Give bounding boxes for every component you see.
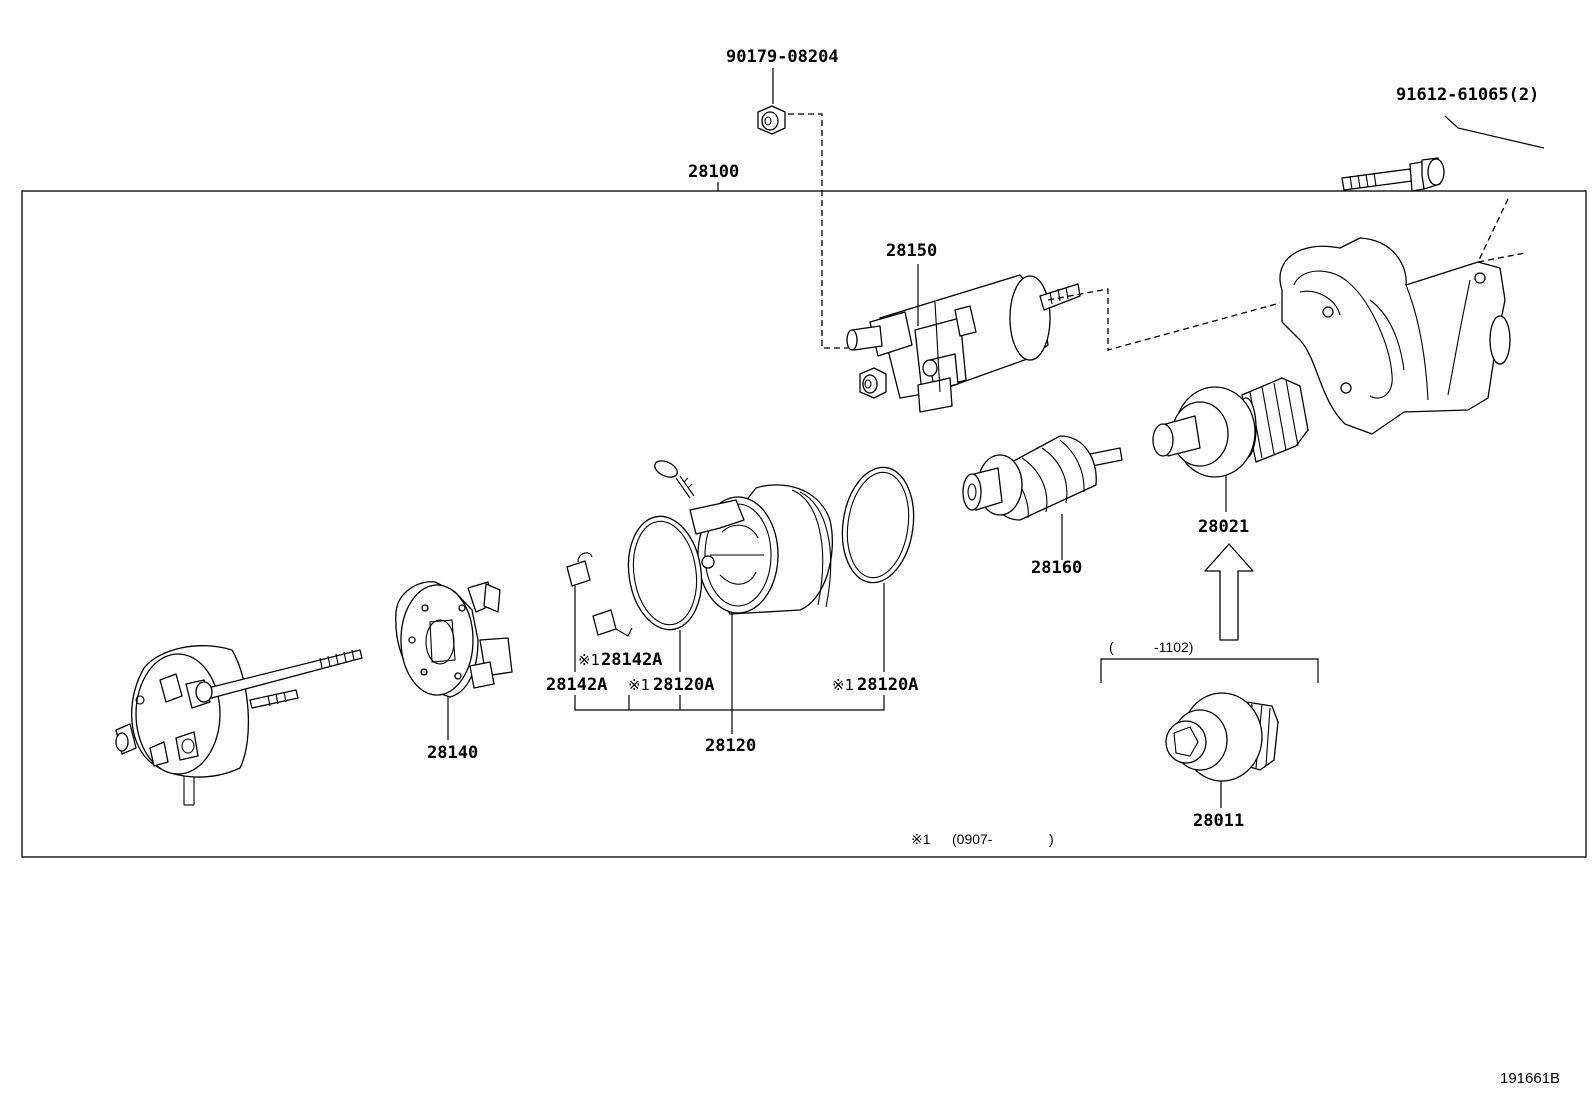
range-value: -1102): [1154, 639, 1193, 655]
label-28011: 28011: [1193, 811, 1244, 831]
range-bracket: [1100, 658, 1319, 683]
label-28120A-ring-b: 28120A: [857, 675, 918, 695]
label-28120A-ring-a: 28120A: [653, 675, 714, 695]
assembly-frame: [21, 190, 1587, 858]
note-mark-ring-b: ※1: [832, 676, 854, 694]
end-frame-icon[interactable]: [115, 645, 363, 806]
clutch-28011-icon[interactable]: [1165, 692, 1279, 782]
brush-28142A-bottom-icon[interactable]: [592, 609, 633, 637]
solenoid-28150-icon[interactable]: [846, 274, 1081, 413]
footnote-mark: ※1: [911, 831, 931, 847]
brush-holder-28140-icon[interactable]: [395, 581, 513, 698]
range-open-paren: (: [1109, 639, 1114, 655]
label-28142A-brush-b: 28142A: [601, 650, 662, 670]
footnote-range: (0907-: [952, 831, 993, 847]
label-28021: 28021: [1198, 517, 1249, 537]
label-28100: 28100: [688, 162, 739, 182]
nut-90179-icon[interactable]: [757, 105, 786, 135]
note-mark-ring-a: ※1: [628, 676, 650, 694]
ring-28120A-left-icon[interactable]: [621, 512, 708, 635]
drive-housing-icon[interactable]: [1279, 237, 1511, 435]
drawing-code: 191661B: [1500, 1070, 1560, 1087]
yoke-28120-icon[interactable]: [652, 458, 833, 615]
label-90179-08204: 90179-08204: [726, 47, 839, 67]
label-28120: 28120: [705, 736, 756, 756]
bolt-91612-icon[interactable]: [1341, 157, 1445, 192]
footnote-close: ): [1049, 831, 1054, 847]
clutch-28021-icon[interactable]: [1152, 377, 1309, 478]
upgrade-arrow-icon: [1204, 543, 1254, 641]
note-mark-brush: ※1: [578, 651, 600, 669]
label-28140: 28140: [427, 743, 478, 763]
ring-28120A-right-icon[interactable]: [835, 463, 920, 588]
brush-28142A-top-icon[interactable]: [566, 552, 593, 587]
yoke-group-bracket: [574, 695, 885, 711]
armature-28160-icon[interactable]: [962, 435, 1123, 521]
label-28160: 28160: [1031, 558, 1082, 578]
solenoid-nut-icon[interactable]: [859, 367, 887, 399]
label-28142A-brush-a: 28142A: [546, 675, 607, 695]
label-28150: 28150: [886, 241, 937, 261]
label-91612-61065: 91612-61065(2): [1396, 85, 1539, 105]
